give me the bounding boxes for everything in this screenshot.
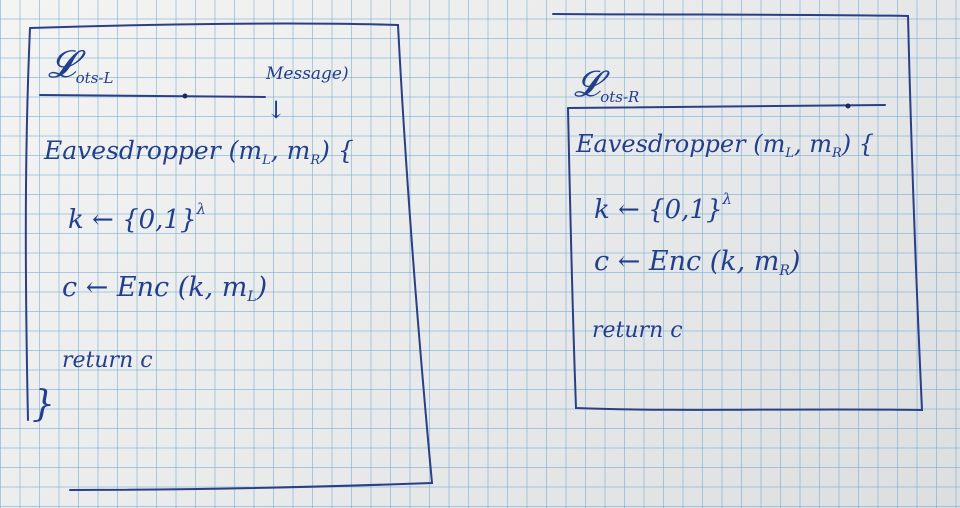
- right-line2-subscript: R: [779, 263, 790, 279]
- left-box-border: [24, 22, 434, 491]
- left-box-note-arrow: ↓: [266, 96, 287, 124]
- left-line1-text: k ← {0,1}: [68, 205, 197, 235]
- left-box-title-symbol: 𝓛: [48, 42, 76, 86]
- left-line2-subscript: L: [247, 289, 257, 305]
- right-box-line2: c ← Enc (k, mR): [594, 246, 800, 279]
- left-box-line2: c ← Enc (k, mL): [62, 272, 267, 305]
- right-line2-text: c ← Enc (k, m: [594, 246, 780, 277]
- right-header-sub-r: R: [832, 146, 842, 161]
- left-box-title-subscript: ots-L: [75, 69, 114, 87]
- left-box-note: Message): [266, 64, 349, 84]
- right-box-line3: return c: [592, 318, 683, 343]
- right-title-rule-dot: [845, 103, 851, 109]
- right-title-rule: [567, 104, 886, 109]
- right-header-close: ) {: [841, 130, 875, 158]
- right-box-title-symbol: 𝓛: [574, 64, 601, 105]
- left-header-text: Eavesdropper (m: [44, 136, 263, 165]
- left-box-title: 𝓛ots-L: [48, 42, 113, 87]
- left-box-line1: k ← {0,1}λ: [68, 200, 206, 235]
- right-box-line1: k ← {0,1}λ: [594, 190, 732, 225]
- right-box-border: [552, 13, 924, 412]
- left-line2-close: ): [256, 272, 268, 303]
- left-line2-text: c ← Enc (k, m: [62, 272, 248, 303]
- right-box-title-subscript: ots-R: [600, 88, 640, 106]
- left-header-sub-l: L: [262, 153, 271, 168]
- left-box-closing-brace: }: [32, 384, 55, 425]
- left-header-comma: , m: [270, 136, 311, 165]
- right-box-title: 𝓛ots-R: [574, 64, 639, 106]
- right-box-header: Eavesdropper (mL, mR) {: [576, 130, 874, 161]
- right-header-text: Eavesdropper (m: [576, 130, 786, 158]
- left-line1-exponent: λ: [196, 200, 207, 218]
- left-title-rule: [39, 94, 266, 98]
- left-header-sub-r: R: [310, 153, 321, 168]
- left-box-line3: return c: [62, 348, 153, 373]
- left-title-rule-dot: [182, 93, 188, 99]
- right-line2-close: ): [789, 246, 801, 277]
- left-header-close: ) {: [320, 136, 354, 165]
- right-header-sub-l: L: [785, 146, 794, 161]
- right-header-comma: , m: [793, 130, 832, 158]
- left-box-header: Eavesdropper (mL, mR) {: [44, 136, 354, 168]
- right-line1-text: k ← {0,1}: [594, 195, 723, 225]
- right-line1-exponent: λ: [722, 190, 733, 208]
